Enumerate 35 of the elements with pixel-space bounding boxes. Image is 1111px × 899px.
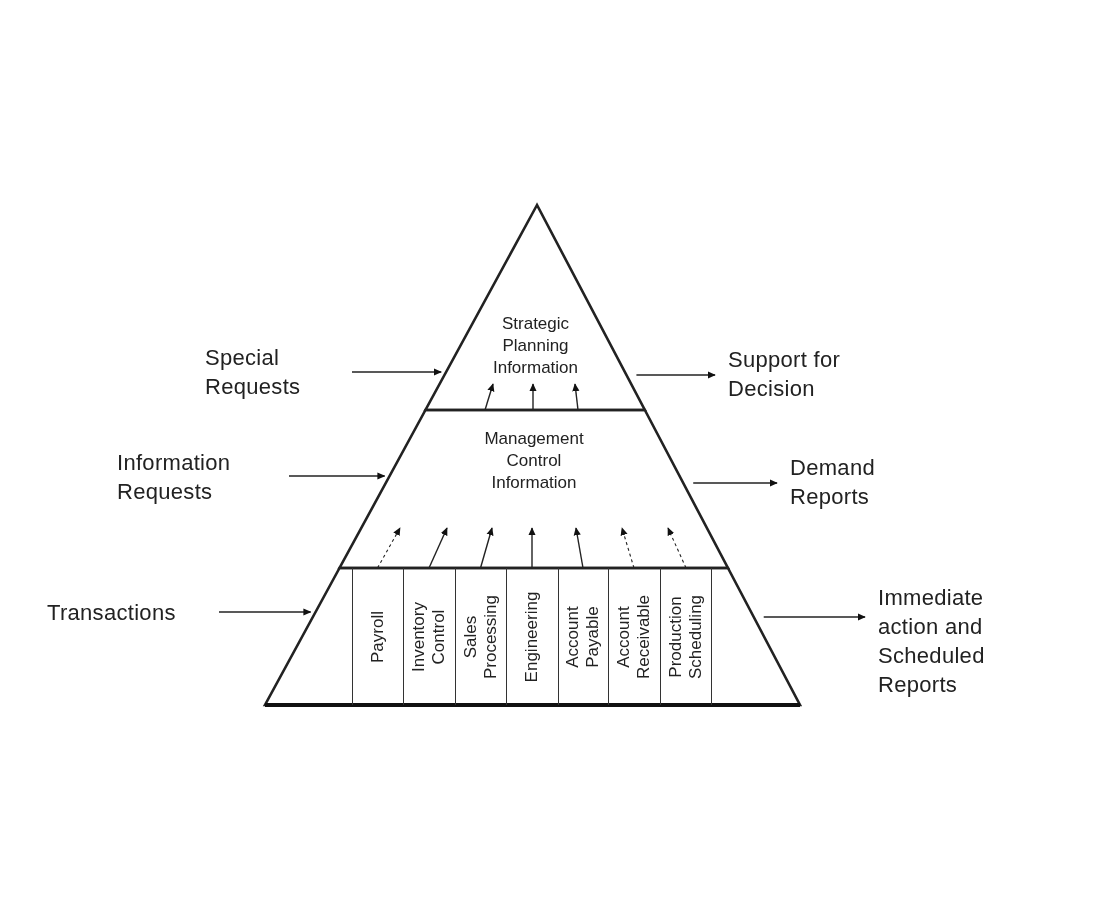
arrow — [667, 527, 687, 569]
column-label: Inventory Control — [409, 600, 449, 674]
pyramid-tier — [339, 410, 729, 568]
arrow — [620, 527, 635, 569]
arrow — [763, 613, 866, 621]
pyramid-tier — [425, 205, 646, 410]
column-label: Account Payable — [563, 604, 603, 670]
arrow — [288, 472, 386, 480]
arrow — [218, 608, 312, 616]
column-label: Sales Processing — [460, 593, 501, 681]
text-label: Special Requests — [205, 344, 302, 401]
text-label: Transactions — [47, 599, 177, 627]
arrow — [572, 383, 580, 411]
pyramid-tier — [265, 568, 800, 705]
column-label: Engineering — [522, 590, 542, 684]
arrow — [351, 368, 442, 376]
text-label: Information Requests — [117, 449, 232, 506]
arrow — [479, 527, 494, 569]
text-label: Support for Decision — [728, 346, 842, 403]
text-label: Demand Reports — [790, 454, 876, 511]
tier-label: Strategic Planning Information — [491, 313, 579, 379]
text-label: Immediate action and Scheduled Reports — [878, 584, 986, 699]
tier-label: Management Control Information — [483, 428, 585, 494]
arrow — [573, 527, 584, 569]
arrow — [376, 527, 401, 569]
arrow — [528, 527, 536, 569]
column-label: Payroll — [367, 609, 388, 665]
arrow — [635, 371, 716, 379]
column-label: Production Scheduling — [666, 593, 706, 681]
arrow — [484, 383, 495, 411]
arrow — [529, 383, 537, 411]
column-cell — [660, 568, 712, 705]
arrow — [692, 479, 778, 487]
column-label: Account Receivable — [614, 593, 654, 681]
arrow — [428, 527, 448, 569]
